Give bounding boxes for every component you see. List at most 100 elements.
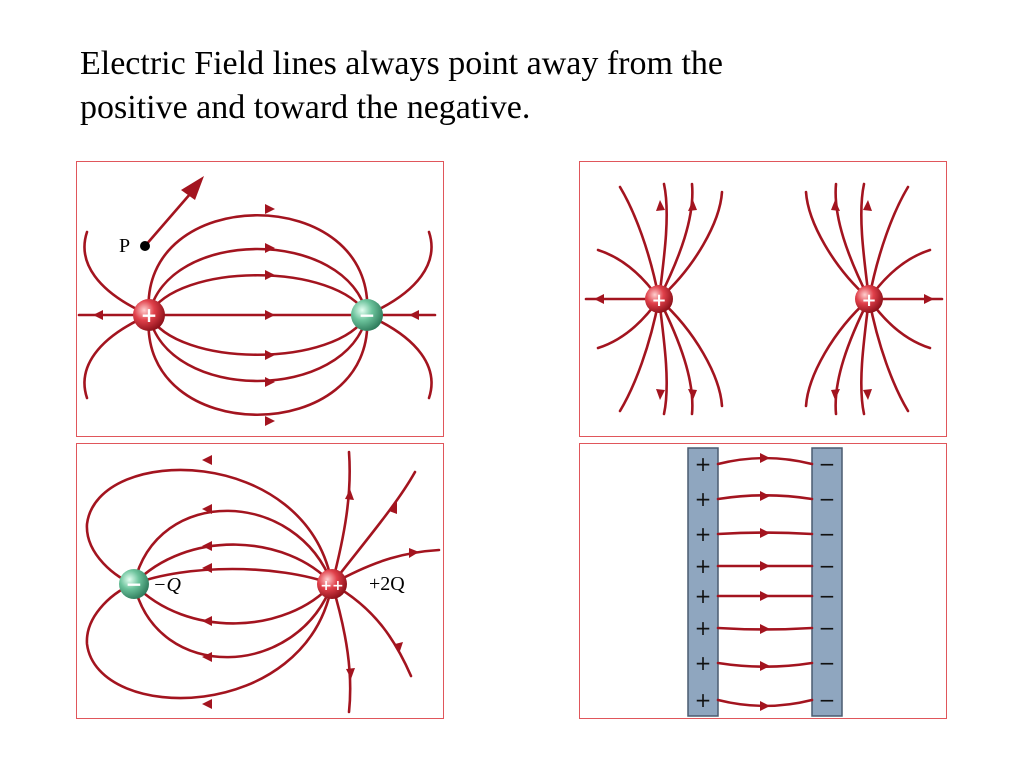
field-line [618,185,661,301]
plate-negative-sign: − [819,522,836,546]
plate-negative-sign: − [819,584,836,608]
arrow-icon [863,200,872,211]
positive-charge [317,569,347,599]
positive-charge-sign: ++ [320,578,343,594]
field-line [132,543,334,586]
arrow-icon [202,563,212,573]
arrow-icon [688,389,697,400]
dipole-panel: P + − [76,161,444,437]
arrow-icon [409,548,419,558]
arrow-icon [202,504,212,514]
negative-plate [811,447,843,717]
arrow-icon [202,541,212,551]
field-line [147,313,369,383]
field-vector [143,184,199,248]
negative-charge-label: −Q [153,574,181,596]
two-positive-panel: + + [579,161,947,437]
parallel-plates-panel: + + + + + + + + − − − − − − − − [579,443,947,719]
field-line [657,190,724,301]
two-positive-diagram: + + [584,182,944,416]
title-line-2: positive and toward the negative. [80,89,531,126]
field-line [618,297,661,413]
arrow-icon [656,200,665,211]
field-line [867,297,910,413]
arrow-icon [202,699,212,709]
field-line [132,582,334,625]
arrow-icon [656,389,665,400]
arrow-icon [760,624,770,634]
field-line [804,297,871,408]
field-line [365,230,433,317]
field-line [657,297,694,416]
positive-charge-sign: + [141,303,158,327]
field-line [147,274,369,317]
arrow-icon [863,389,872,400]
arrow-icon [760,528,770,538]
right-charge-sign: + [861,290,876,311]
plate-positive-sign: + [695,651,712,675]
left-positive-charge [645,285,673,313]
plate-negative-sign: − [819,616,836,640]
field-line [657,182,668,301]
arrow-icon [409,310,419,320]
arrow-icon [265,310,275,320]
field-line [147,313,369,416]
plate-field-lines [716,453,814,711]
arrow-icon [831,200,840,211]
arrow-icon [688,200,697,211]
arrow-icon [389,502,397,514]
left-charge-field [584,182,724,416]
arrow-icon [265,377,275,387]
arrow-icon [760,491,770,501]
negative-charge [351,299,383,331]
field-line [834,182,871,301]
field-line [330,582,352,714]
positive-charge-label: +2Q [369,573,405,595]
field-line [330,470,417,586]
arrow-icon [760,591,770,601]
positive-plate [687,447,719,717]
arrow-icon [265,416,275,426]
plate-positive-sign: + [695,616,712,640]
arrow-icon [395,642,403,654]
arrow-icon [760,453,770,463]
field-line [132,582,334,659]
field-line [85,582,334,700]
arrow-icon [265,243,275,253]
arrow-icon [760,561,770,571]
plate-positive-sign: + [695,452,712,476]
field-line [132,509,334,586]
right-charge-field [804,182,944,416]
slide-title: Electric Field lines always point away f… [80,42,940,130]
field-line [147,313,369,356]
field-line [330,582,413,678]
field-line [83,313,151,400]
plate-positive-sign: + [695,522,712,546]
arrow-icon [760,661,770,671]
field-line [657,297,724,408]
point-p-label: P [119,235,130,257]
right-positive-charge [855,285,883,313]
negative-charge-sign: − [359,303,376,327]
title-line-1: Electric Field lines always point away f… [80,45,723,82]
arrow-icon [265,350,275,360]
arrow-icon [181,176,204,200]
arrow-icon [924,294,934,304]
field-line [657,297,668,416]
plate-positive-sign: + [695,688,712,712]
plate-negative-sign: − [819,688,836,712]
negative-charge-sign: − [126,572,143,596]
plate-negative-sign: − [819,651,836,675]
arrow-icon [202,652,212,662]
arrow-icon [760,701,770,711]
left-charge-sign: + [651,290,666,311]
field-line [860,297,871,416]
field-line [147,214,369,317]
parallel-plates-diagram: + + + + + + + + − − − − − − − − [687,447,843,717]
plate-positive-sign: + [695,554,712,578]
field-line [85,468,334,586]
arrow-icon [346,668,355,679]
field-line [83,230,151,317]
field-line [330,548,441,586]
field-line [330,450,351,586]
